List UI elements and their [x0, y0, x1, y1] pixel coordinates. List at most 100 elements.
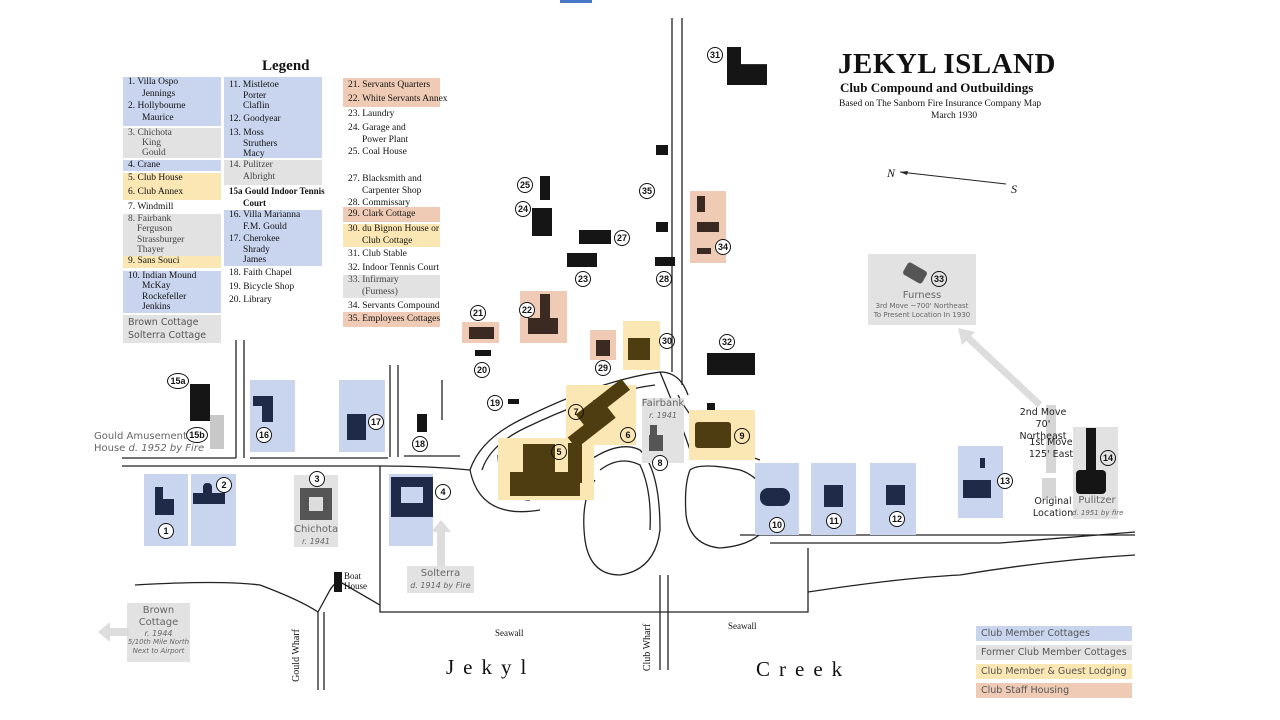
building-1	[155, 499, 174, 515]
legend-text: F.M. Gould	[243, 221, 287, 232]
legend-text: 2. Hollybourne	[128, 101, 186, 111]
note-fate: 5/10th Mile North	[127, 638, 190, 646]
building-8	[649, 435, 663, 451]
legend-item-22: 22. White Servants Annex	[343, 93, 448, 107]
marker-12: 12	[889, 511, 905, 527]
note-text: Fairbank	[641, 398, 685, 409]
legend-text: 11. Mistletoe	[229, 80, 279, 90]
label-jekyl: Jekyl	[446, 655, 536, 679]
building-24	[532, 208, 552, 236]
legend-text: 10. Indian Mound	[128, 271, 197, 281]
marker-27: 27	[614, 230, 630, 246]
legend-text: 5. Club House	[128, 173, 183, 183]
legend-item-9: 9. Sans Souci	[123, 256, 221, 268]
legend-text: 14. Pulitzer	[229, 160, 273, 170]
marker-31: 31	[707, 47, 723, 63]
legend-item-5: 5. Club House	[123, 173, 221, 187]
marker-3: 3	[309, 471, 325, 487]
note-fate: r. 1941	[649, 411, 677, 420]
legend-text: 1. Villa Ospo	[128, 77, 179, 87]
marker-29: 29	[595, 360, 611, 376]
marker-2: 2	[216, 477, 232, 493]
compass-north: N	[887, 166, 896, 180]
legend-text: Ferguson	[137, 224, 173, 235]
marker-33: 33	[931, 271, 947, 287]
legend-text: James	[243, 255, 267, 265]
compass-south: S	[1011, 182, 1017, 196]
note-text: Cottage	[138, 617, 179, 628]
label-text: House	[344, 581, 367, 591]
note-text: Solterra	[420, 568, 461, 579]
legend-text: Shrady	[243, 244, 270, 255]
legend-text: 21. Servants Quarters	[348, 80, 431, 90]
legend-item-18: 18. Faith Chapel	[224, 268, 292, 280]
marker-35: 35	[639, 183, 655, 199]
building-13	[980, 458, 985, 468]
key-club-member-cottages: Club Member Cottages	[976, 626, 1132, 641]
legend-text: Macy	[243, 149, 265, 159]
building-12	[886, 485, 905, 505]
legend-text: McKay	[142, 281, 171, 292]
legend-item-7: 7. Windmill	[123, 202, 221, 214]
note-text: 70' Northeast	[1019, 419, 1067, 442]
legend-item-12: 12. Goodyear	[224, 114, 281, 126]
building-34	[697, 196, 705, 212]
building-30	[628, 338, 650, 360]
key-staff-housing: Club Staff Housing	[976, 683, 1132, 698]
compass-arrow-icon	[899, 171, 1007, 185]
building-18	[417, 414, 427, 432]
legend-text: 22. White Servants Annex	[348, 94, 448, 104]
legend-item-21: 21. Servants Quarters	[343, 78, 440, 93]
legend-text: 27. Blacksmith and	[348, 174, 422, 184]
building-25	[540, 176, 550, 200]
building-5	[523, 444, 555, 474]
building-34	[697, 248, 711, 254]
marker-28: 28	[656, 271, 672, 287]
legend-item-35: 35. Employees Cottages	[343, 312, 440, 327]
marker-17: 17	[368, 414, 384, 430]
map-title: JEKYL ISLAND	[838, 48, 1056, 80]
lot-33	[868, 254, 976, 325]
marker-1: 1	[158, 523, 174, 539]
legend-text: 7. Windmill	[128, 202, 174, 212]
legend-item-28: 28. Commissary	[343, 198, 410, 210]
legend-text: 12. Goodyear	[229, 114, 281, 124]
note-fate: Next to Airport	[132, 647, 185, 655]
legend-bg-blue	[224, 210, 322, 266]
note-fate: d. 1914 by Fire	[410, 581, 471, 590]
legend-item-31: 31. Club Stable	[343, 249, 407, 261]
legend-text: Gould	[142, 148, 166, 158]
legend-text: Jenkins	[142, 301, 171, 312]
legend-item-32: 32. Indoor Tennis Court	[343, 263, 439, 275]
note-text: Original	[1034, 496, 1072, 507]
marker-8: 8	[652, 455, 668, 471]
legend-text: 31. Club Stable	[348, 249, 407, 259]
marker-34: 34	[715, 239, 731, 255]
legend-text: Struthers	[243, 138, 278, 149]
building-19	[508, 399, 519, 404]
legend-text: Rockefeller	[142, 291, 187, 302]
legend-text: Claflin	[243, 101, 270, 111]
legend-item-6: 6. Club Annex	[123, 187, 221, 200]
boat-house	[334, 572, 342, 592]
legend-text: Porter	[243, 90, 267, 101]
building-3	[300, 488, 332, 520]
legend-text: 6. Club Annex	[128, 187, 184, 197]
legend-text: Maurice	[142, 112, 174, 123]
note-text: Furness	[902, 290, 942, 301]
legend-item-4: 4. Crane	[123, 160, 221, 171]
building-22	[528, 318, 558, 334]
building-2	[203, 483, 212, 493]
